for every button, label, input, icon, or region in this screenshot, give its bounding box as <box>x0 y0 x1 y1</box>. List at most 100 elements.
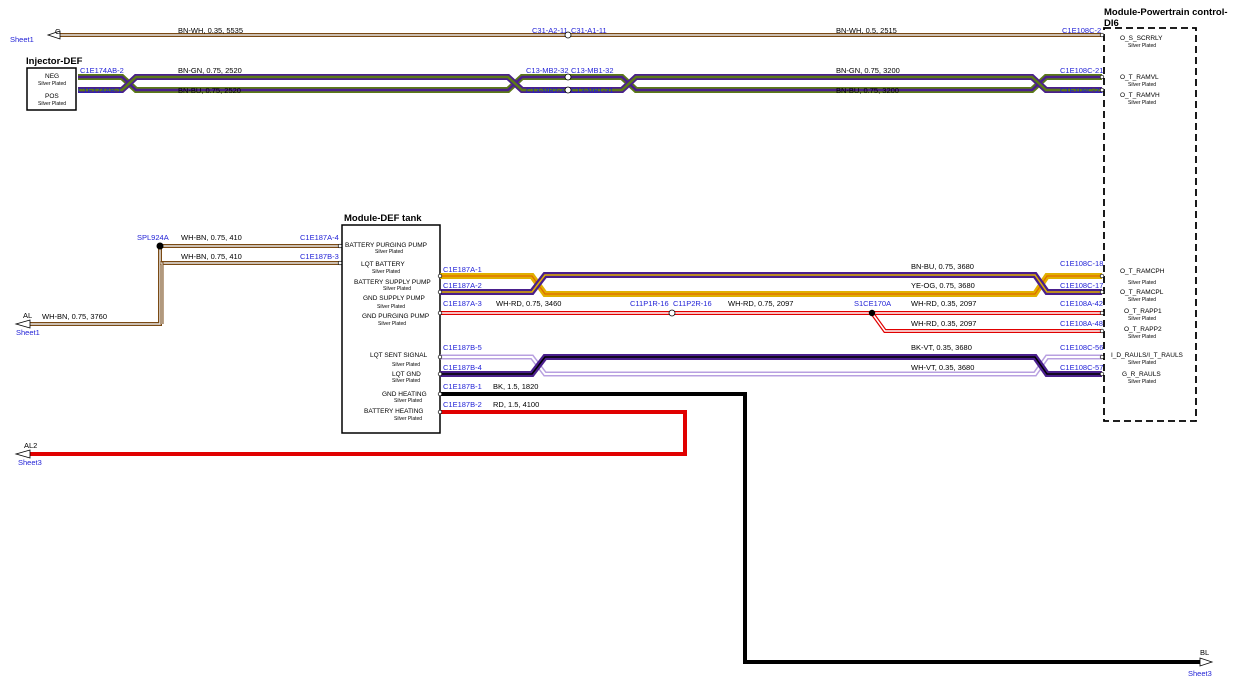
def-pin-lqt-battery: LQT BATTERY <box>361 261 405 268</box>
inline-connector-c13-31[interactable] <box>564 86 572 94</box>
def-pin-lqt-sent-signal-plating: Silver Plated <box>392 362 420 368</box>
wire-battery-heating-rd[interactable] <box>30 410 687 456</box>
wire-spl-vertical[interactable] <box>30 246 164 326</box>
wire-label-ye-og: YE-OG, 0.75, 3680 <box>911 281 975 290</box>
connector-c1e108c-56[interactable]: C1E108C-56 <box>1060 343 1103 352</box>
def-pin-battery-supply-pump: BATTERY SUPPLY PUMP <box>354 279 431 286</box>
sheet-ref-arrow-top[interactable] <box>46 30 61 40</box>
wire-label-wh-rd-mid: WH-RD, 0.75, 2097 <box>728 299 793 308</box>
wire-label-wh-rd-42: WH-RD, 0.35, 2097 <box>911 299 976 308</box>
wire-label-bk-vt: BK-VT, 0.35, 3680 <box>911 343 972 352</box>
wire-label-top-right: BN-WH, 0.5, 2515 <box>836 26 897 35</box>
inline-connector-c13-32[interactable] <box>564 73 572 81</box>
connector-c1e108c-2[interactable]: C1E108C-2 <box>1062 26 1101 35</box>
connector-c11p1r-16[interactable]: C11P1R-16 <box>630 299 669 308</box>
sheet-ref-arrow-al[interactable] <box>14 319 31 329</box>
wire-c1e187b-5-bk-vt[interactable] <box>440 354 1102 377</box>
sheet-ref-top[interactable]: Sheet1 <box>10 35 34 44</box>
pcm-pin-o-t-rapp2-plating: Silver Plated <box>1128 334 1156 340</box>
pcm-pin-o-t-rapp2: O_T_RAPP2 <box>1124 326 1162 333</box>
connector-c1e187b-3[interactable]: C1E187B-3 <box>300 252 339 261</box>
connector-c1e187b-5[interactable]: C1E187B-5 <box>443 343 482 352</box>
splice-label-s1ce170a[interactable]: S1CE170A <box>854 299 891 308</box>
connector-c1e108c-57[interactable]: C1E108C-57 <box>1060 363 1103 372</box>
connector-c1e108c-18[interactable]: C1E108C-18 <box>1060 259 1103 268</box>
connector-c11p2r-16[interactable]: C11P2R-16 <box>673 299 712 308</box>
injector-pin-pos: POS <box>45 93 59 100</box>
pcm-box[interactable] <box>1103 27 1197 422</box>
wire-c1e187a-1-bn-bu[interactable] <box>440 273 1102 297</box>
wire-label-al-feed: WH-BN, 0.75, 3760 <box>42 312 107 321</box>
wire-label-pos-left: BN-BU, 0.75, 2520 <box>178 86 241 95</box>
wire-label-wh-rd-48: WH-RD, 0.35, 2097 <box>911 319 976 328</box>
def-pin-gnd-purging-pump: GND PURGING PUMP <box>362 313 429 320</box>
pcm-pin-o-t-ramvl-plating: Silver Plated <box>1128 82 1156 88</box>
connector-c1e108a-42[interactable]: C1E108A-42 <box>1060 299 1103 308</box>
connector-c1e187a-2[interactable]: C1E187A-2 <box>443 281 482 290</box>
inline-connector-c11[interactable] <box>668 309 676 317</box>
def-pin-battery-heating: BATTERY HEATING <box>364 408 423 415</box>
inline-connector-c31[interactable] <box>564 31 572 39</box>
wire-label-wh-rd-a3: WH-RD, 0.75, 3460 <box>496 299 561 308</box>
connector-c31-a2[interactable]: C31-A2-11 <box>532 26 568 35</box>
wire-gnd-heating-bk[interactable] <box>440 392 1200 664</box>
pcm-pin-g-r-rauls: G_R_RAULS <box>1122 371 1161 378</box>
connector-c13-mb2-31[interactable]: C13-MB2-31 <box>526 86 569 95</box>
connector-c1e108c-21[interactable]: C1E108C-21 <box>1060 66 1103 75</box>
connector-c1e108c-17[interactable]: C1E108C-17 <box>1060 281 1103 290</box>
connector-c1e174ab-1[interactable]: C1E174AB-1 <box>78 86 122 95</box>
sheet-ref-al2[interactable]: Sheet3 <box>18 458 42 467</box>
connector-c31-a1[interactable]: C31-A1-11 <box>571 26 607 35</box>
connector-c1e187b-2[interactable]: C1E187B-2 <box>443 400 482 409</box>
def-pin-gnd-supply-pump: GND SUPPLY PUMP <box>363 295 425 302</box>
connector-c1e187a-1[interactable]: C1E187A-1 <box>443 265 482 274</box>
pcm-pin-o-t-ramcph: O_T_RAMCPH <box>1120 268 1165 275</box>
wire-label-pos-right: BN-BU, 0.75, 3200 <box>836 86 899 95</box>
pcm-pin-o-t-rapp1-plating: Silver Plated <box>1128 316 1156 322</box>
wire-c1e187b-4-wh-vt[interactable] <box>440 354 1102 377</box>
connector-c1e187a-4[interactable]: C1E187A-4 <box>300 233 339 242</box>
injector-title: Injector-DEF <box>26 56 83 67</box>
def-tank-box[interactable] <box>341 224 441 434</box>
splice-label-spl924a[interactable]: SPL924A <box>137 233 169 242</box>
connector-c13-mb1-31[interactable]: C13-MB1-31 <box>571 86 614 95</box>
wire-label-top-left: BN-WH, 0.35, 5535 <box>178 26 243 35</box>
pcm-pin-o-t-ramcpl: O_T_RAMCPL <box>1120 289 1164 296</box>
connector-c1e174ab-2[interactable]: C1E174AB-2 <box>80 66 124 75</box>
pcm-pin-g-r-rauls-plating: Silver Plated <box>1128 379 1156 385</box>
sheet-ref-arrow-al2[interactable] <box>14 449 31 459</box>
wire-label-neg-left: BN-GN, 0.75, 2520 <box>178 66 242 75</box>
pcm-pin-i-d-rauls-plating: Silver Plated <box>1128 360 1156 366</box>
wire-c1e108a-48-wh-rd[interactable] <box>870 311 1102 333</box>
sheet-ref-al[interactable]: Sheet1 <box>16 328 40 337</box>
connector-c1e187b-4[interactable]: C1E187B-4 <box>443 363 482 372</box>
wire-c1e187a-2-ye-og[interactable] <box>440 272 1102 295</box>
splice-spl924a[interactable] <box>156 242 164 250</box>
connector-c13-mb1-32[interactable]: C13-MB1-32 <box>571 66 614 75</box>
connector-c1e108a-48[interactable]: C1E108A-48 <box>1060 319 1103 328</box>
connector-c13-mb2-32[interactable]: C13-MB2-32 <box>526 66 569 75</box>
def-pin-gnd-purging-pump-plating: Silver Plated <box>378 321 406 327</box>
injector-pin-neg: NEG <box>45 73 59 80</box>
connector-c1e108c-22[interactable]: C1E108C-22 <box>1060 86 1103 95</box>
splice-s1ce170a[interactable] <box>868 309 876 317</box>
def-tank-title: Module-DEF tank <box>344 213 422 224</box>
wire-label-rd-heat: RD, 1.5, 4100 <box>493 400 539 409</box>
def-pin-lqt-battery-plating: Silver Plated <box>372 269 400 275</box>
connector-c1e187a-3[interactable]: C1E187A-3 <box>443 299 482 308</box>
injector-box[interactable] <box>26 67 77 111</box>
sheet-ref-bl-label: BL <box>1200 648 1209 657</box>
connector-c1e187b-1[interactable]: C1E187B-1 <box>443 382 482 391</box>
def-pin-battery-heating-plating: Silver Plated <box>394 416 422 422</box>
sheet-ref-top-label: C <box>55 27 61 36</box>
sheet-ref-al2-label: AL2 <box>24 441 37 450</box>
wire-label-neg-right: BN-GN, 0.75, 3200 <box>836 66 900 75</box>
sheet-ref-al-label: AL <box>23 311 32 320</box>
wire-label-spl-a4: WH-BN, 0.75, 410 <box>181 233 242 242</box>
wire-label-bk-heat: BK, 1.5, 1820 <box>493 382 538 391</box>
sheet-ref-bl[interactable]: Sheet3 <box>1188 669 1212 678</box>
sheet-ref-arrow-bl[interactable] <box>1199 657 1214 667</box>
pcm-pin-o-t-ramvl: O_T_RAMVL <box>1120 74 1159 81</box>
injector-pin-pos-plating: Silver Plated <box>38 101 66 107</box>
wire-injector-pos[interactable] <box>78 74 1102 93</box>
